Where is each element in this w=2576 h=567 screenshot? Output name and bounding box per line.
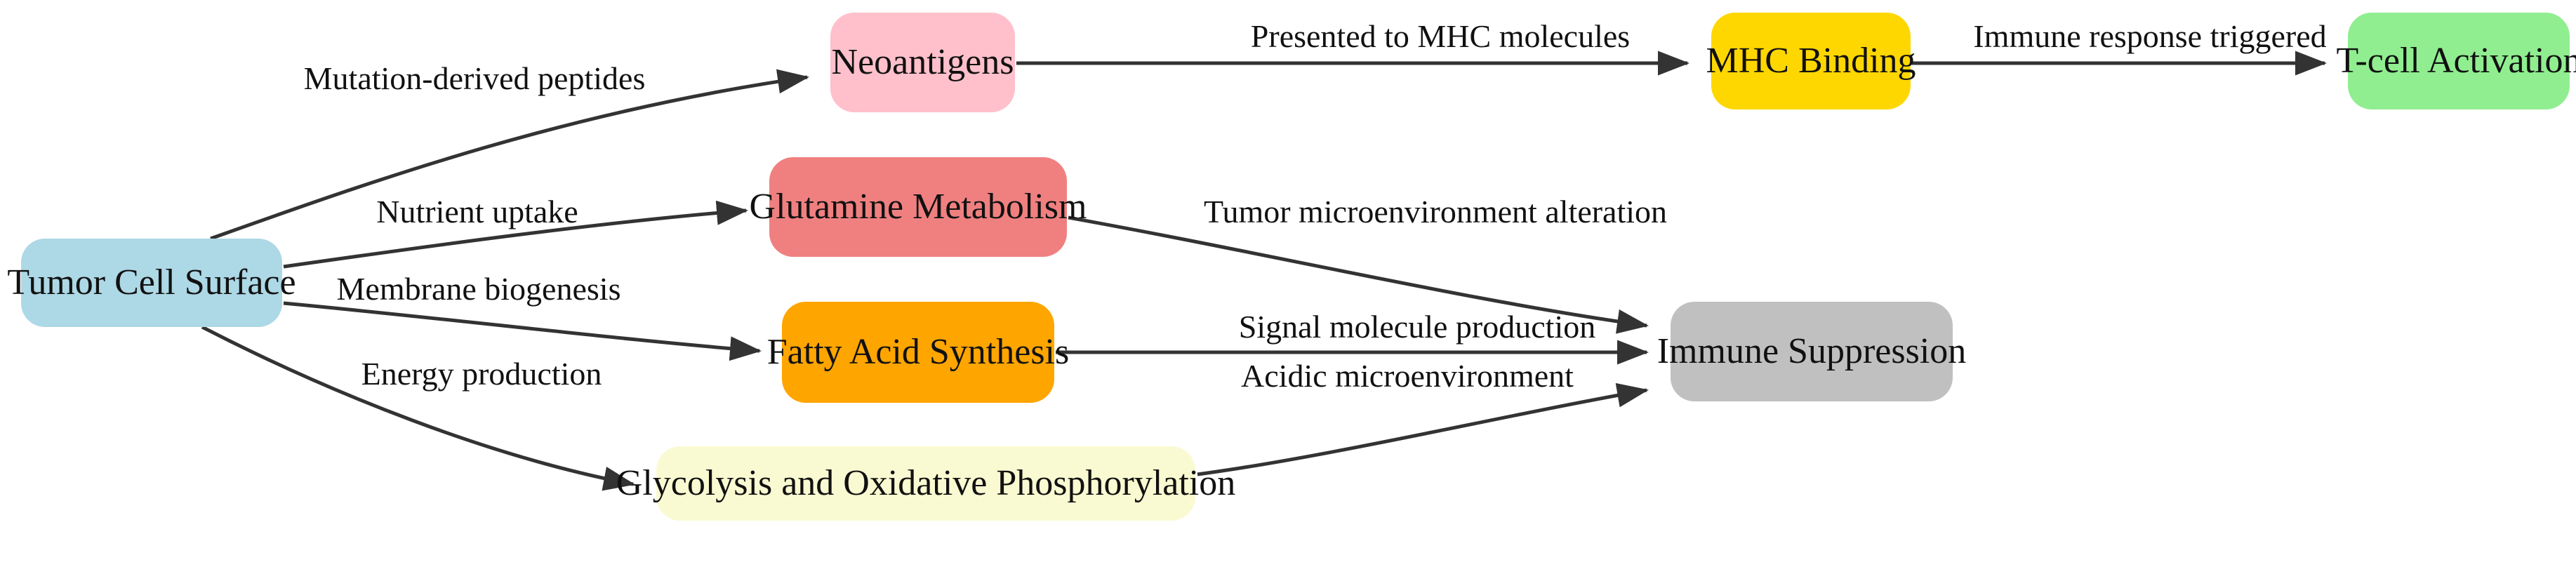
node-immune_suppression[interactable]: Immune Suppression bbox=[1657, 302, 1966, 401]
node-glutamine_metabolism[interactable]: Glutamine Metabolism bbox=[750, 157, 1087, 257]
edge-label-e6: Energy production bbox=[361, 356, 602, 392]
node-tumor_cell_surface[interactable]: Tumor Cell Surface bbox=[7, 239, 296, 327]
node-fatty_acid_synthesis[interactable]: Fatty Acid Synthesis bbox=[767, 302, 1069, 403]
edge-label-e3: Immune response triggered bbox=[1973, 18, 2327, 54]
edge-e9 bbox=[1197, 382, 1649, 476]
edge-e6 bbox=[201, 325, 635, 491]
edge-label-e8: Signal molecule production bbox=[1238, 309, 1596, 345]
edge-label-e1: Mutation-derived peptides bbox=[303, 60, 646, 96]
edge-e5 bbox=[283, 301, 762, 361]
edge-label-e7: Tumor microenvironment alteration bbox=[1203, 194, 1668, 229]
edge-label-e2: Presented to MHC molecules bbox=[1250, 18, 1631, 54]
node-glycolysis_oxphos[interactable]: Glycolysis and Oxidative Phosphorylation bbox=[616, 446, 1235, 521]
node-tcell_activation[interactable]: T-cell Activation bbox=[2337, 13, 2576, 109]
edge-label-e5: Membrane biogenesis bbox=[336, 271, 621, 307]
node-neoantigens[interactable]: Neoantigens bbox=[830, 13, 1015, 112]
edge-label-e4: Nutrient uptake bbox=[376, 194, 578, 229]
edge-label-e9: Acidic microenvironment bbox=[1241, 358, 1574, 394]
node-mhc_binding[interactable]: MHC Binding bbox=[1706, 13, 1916, 109]
